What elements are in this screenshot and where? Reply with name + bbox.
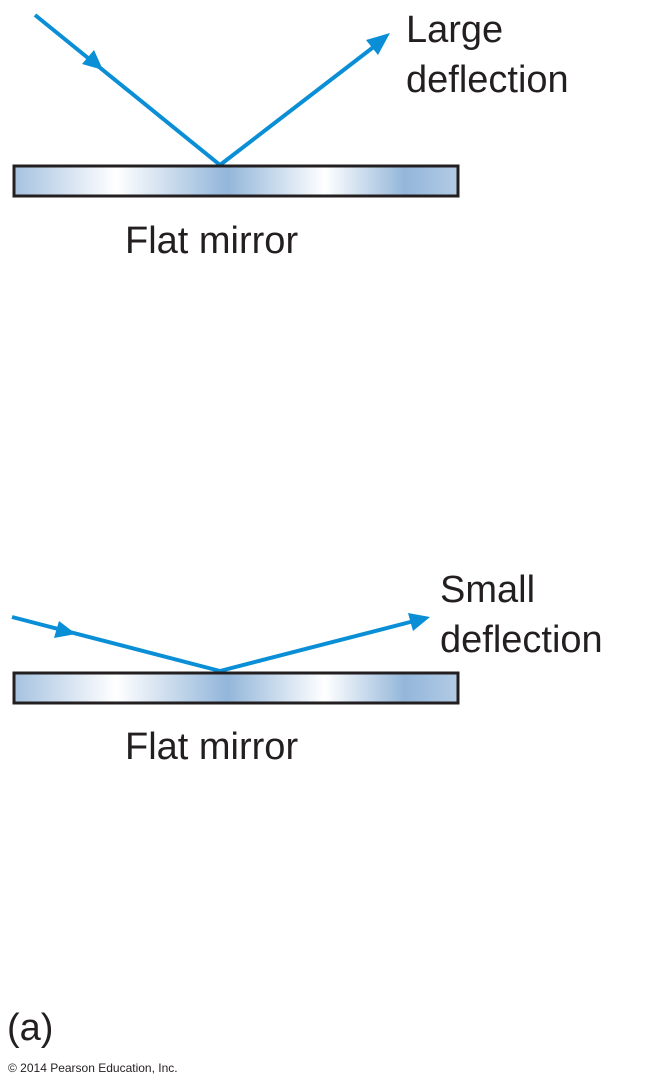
incident-ray: [11, 615, 221, 673]
deflection-label-line1: Small: [440, 569, 536, 611]
reflected-ray: [218, 40, 382, 167]
mirror-label: Flat mirror: [125, 220, 299, 262]
panel-label: (a): [7, 1007, 54, 1049]
bottom-diagram: [11, 613, 460, 705]
arrowhead-icon: [82, 50, 103, 70]
arrowhead-icon: [54, 621, 76, 638]
deflection-label-line2: deflection: [406, 59, 569, 101]
mirror-label: Flat mirror: [125, 726, 299, 768]
deflection-label-line1: Large: [406, 9, 504, 51]
copyright-notice: © 2014 Pearson Education, Inc.: [8, 1061, 178, 1075]
arrowhead-icon: [366, 33, 390, 55]
top-diagram: [12, 13, 460, 198]
arrowhead-icon: [408, 613, 430, 631]
reflected-ray: [219, 618, 419, 673]
deflection-label-line2: deflection: [440, 619, 603, 661]
incident-ray: [33, 13, 222, 167]
flat-mirror: [12, 164, 460, 198]
flat-mirror: [12, 671, 460, 705]
